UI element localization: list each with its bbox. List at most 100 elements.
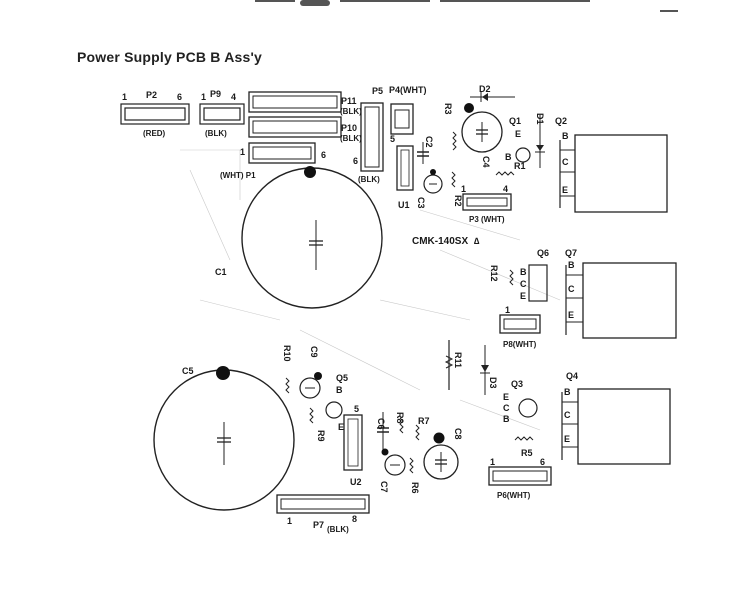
q1-pin-b: B <box>505 152 512 162</box>
c5-label: C5 <box>182 366 194 376</box>
q2-label: Q2 <box>555 116 567 126</box>
p7-color: (BLK) <box>327 525 349 534</box>
r2-label: R2 <box>453 195 463 207</box>
resistor-r1: R1 <box>495 161 526 176</box>
ic-u2: 5 U2 <box>343 404 363 487</box>
p4-label: P4(WHT) <box>389 85 427 95</box>
r6-label: R6 <box>410 482 420 494</box>
capacitor-c2: C2 <box>417 136 434 164</box>
p9-color: (BLK) <box>205 129 227 138</box>
diode-d2: D2 <box>470 84 515 102</box>
q7-pin-b: B <box>568 260 575 270</box>
scan-noise <box>180 149 561 431</box>
q3-pin-c: C <box>503 403 510 413</box>
r7-label: R7 <box>418 416 430 426</box>
p6-pin-last: 6 <box>540 457 545 467</box>
connector-p11: P11 (BLK) <box>248 91 362 116</box>
capacitor-c9: C9 <box>299 346 322 399</box>
q5-label: Q5 <box>336 373 348 383</box>
c6-label: C6 <box>376 418 386 430</box>
resistor-r9: R9 <box>309 407 326 442</box>
p11-color: (BLK) <box>340 107 362 116</box>
resistor-r10: R10 <box>282 345 292 394</box>
connector-p9: 1 P9 4 (BLK) <box>199 89 245 138</box>
connector-p8: 1 P8(WHT) <box>499 305 541 349</box>
connector-p7: 1 8 P7 (BLK) <box>276 494 370 534</box>
q3-pin-e: E <box>503 392 509 402</box>
p5-color: (BLK) <box>358 175 380 184</box>
q7-pin-c: C <box>568 284 575 294</box>
q1-label: Q1 <box>509 116 521 126</box>
p5-label: P5 <box>372 86 383 96</box>
capacitor-c3: C3 <box>416 169 443 209</box>
board-code-text: CMK-140SX <box>412 236 468 247</box>
connector-p3: 1 4 P3 (WHT) <box>461 184 512 224</box>
ic-u1: U1 <box>396 145 414 210</box>
c7-label: C7 <box>379 481 389 493</box>
c3-label: C3 <box>416 197 426 209</box>
capacitor-c5: C5 <box>153 366 295 511</box>
transistor-q2: Q2 B C E <box>555 116 668 213</box>
u2-pin-last: 5 <box>354 404 359 414</box>
resistor-r7: R7 <box>415 416 430 441</box>
q2-pin-e: E <box>562 185 568 195</box>
q4-label: Q4 <box>566 371 578 381</box>
p2-color: (RED) <box>143 129 166 138</box>
p3-label: P3 (WHT) <box>469 215 505 224</box>
capacitor-c8: C8 <box>423 428 463 480</box>
p7-label: P7 <box>313 520 324 530</box>
d3-label: D3 <box>488 377 498 389</box>
connector-p2: 1 P2 6 (RED) <box>120 90 190 138</box>
p2-label: P2 <box>146 90 157 100</box>
p3-pin-first: 1 <box>461 184 466 194</box>
q5-pin-e: E <box>338 422 344 432</box>
p8-pin-first: 1 <box>505 305 510 315</box>
capacitor-c7: C7 <box>379 448 406 493</box>
transistor-q6: Q6 B C E <box>520 248 549 302</box>
q1-pin-e: E <box>515 129 521 139</box>
q6-pin-b: B <box>520 267 527 277</box>
p3-pin-last: 4 <box>503 184 508 194</box>
connector-p10: P10 (BLK) <box>248 116 362 143</box>
connector-p5: P5 6 5 (BLK) <box>353 86 395 184</box>
q3-pin-b: B <box>503 414 510 424</box>
p9-label: P9 <box>210 89 221 99</box>
q7-label: Q7 <box>565 248 577 258</box>
p1-pin-last: 6 <box>321 150 326 160</box>
capacitor-c4: C4 <box>461 103 503 168</box>
top-edge-bars <box>255 0 678 12</box>
p9-pin-first: 1 <box>201 92 206 102</box>
p7-pin-first: 1 <box>287 516 292 526</box>
d2-label: D2 <box>479 84 491 94</box>
u2-label: U2 <box>350 477 362 487</box>
c4-label: C4 <box>481 156 491 168</box>
r3-label: R3 <box>443 103 453 115</box>
transistor-q4: Q4 B C E <box>561 371 671 465</box>
q6-pin-e: E <box>520 291 526 301</box>
q2-pin-c: C <box>562 157 569 167</box>
p9-pin-last: 4 <box>231 92 236 102</box>
p5-pin-last: 6 <box>353 156 358 166</box>
capacitor-c1: C1 <box>215 166 383 309</box>
c8-label: C8 <box>453 428 463 440</box>
resistor-r8: R8 <box>395 412 405 434</box>
r10-label: R10 <box>282 345 292 362</box>
p7-pin-last: 8 <box>352 514 357 524</box>
p1-label: (WHT) P1 <box>220 171 256 180</box>
diode-d1: D1 <box>535 113 545 168</box>
p2-pin-last: 6 <box>177 92 182 102</box>
c9-label: C9 <box>309 346 319 358</box>
p11-label: P11 <box>341 96 357 106</box>
connector-p6: 1 6 P6(WHT) <box>488 457 552 500</box>
transistor-q7: Q7 B C E <box>565 248 677 339</box>
q6-pin-c: C <box>520 279 527 289</box>
q4-pin-b: B <box>564 387 571 397</box>
r1-label: R1 <box>514 161 526 171</box>
c2-label: C2 <box>424 136 434 148</box>
q5-pin-b: B <box>336 385 343 395</box>
r11-label: R11 <box>453 352 463 368</box>
p1-pin-first: 1 <box>240 147 245 157</box>
q6-label: Q6 <box>537 248 549 258</box>
